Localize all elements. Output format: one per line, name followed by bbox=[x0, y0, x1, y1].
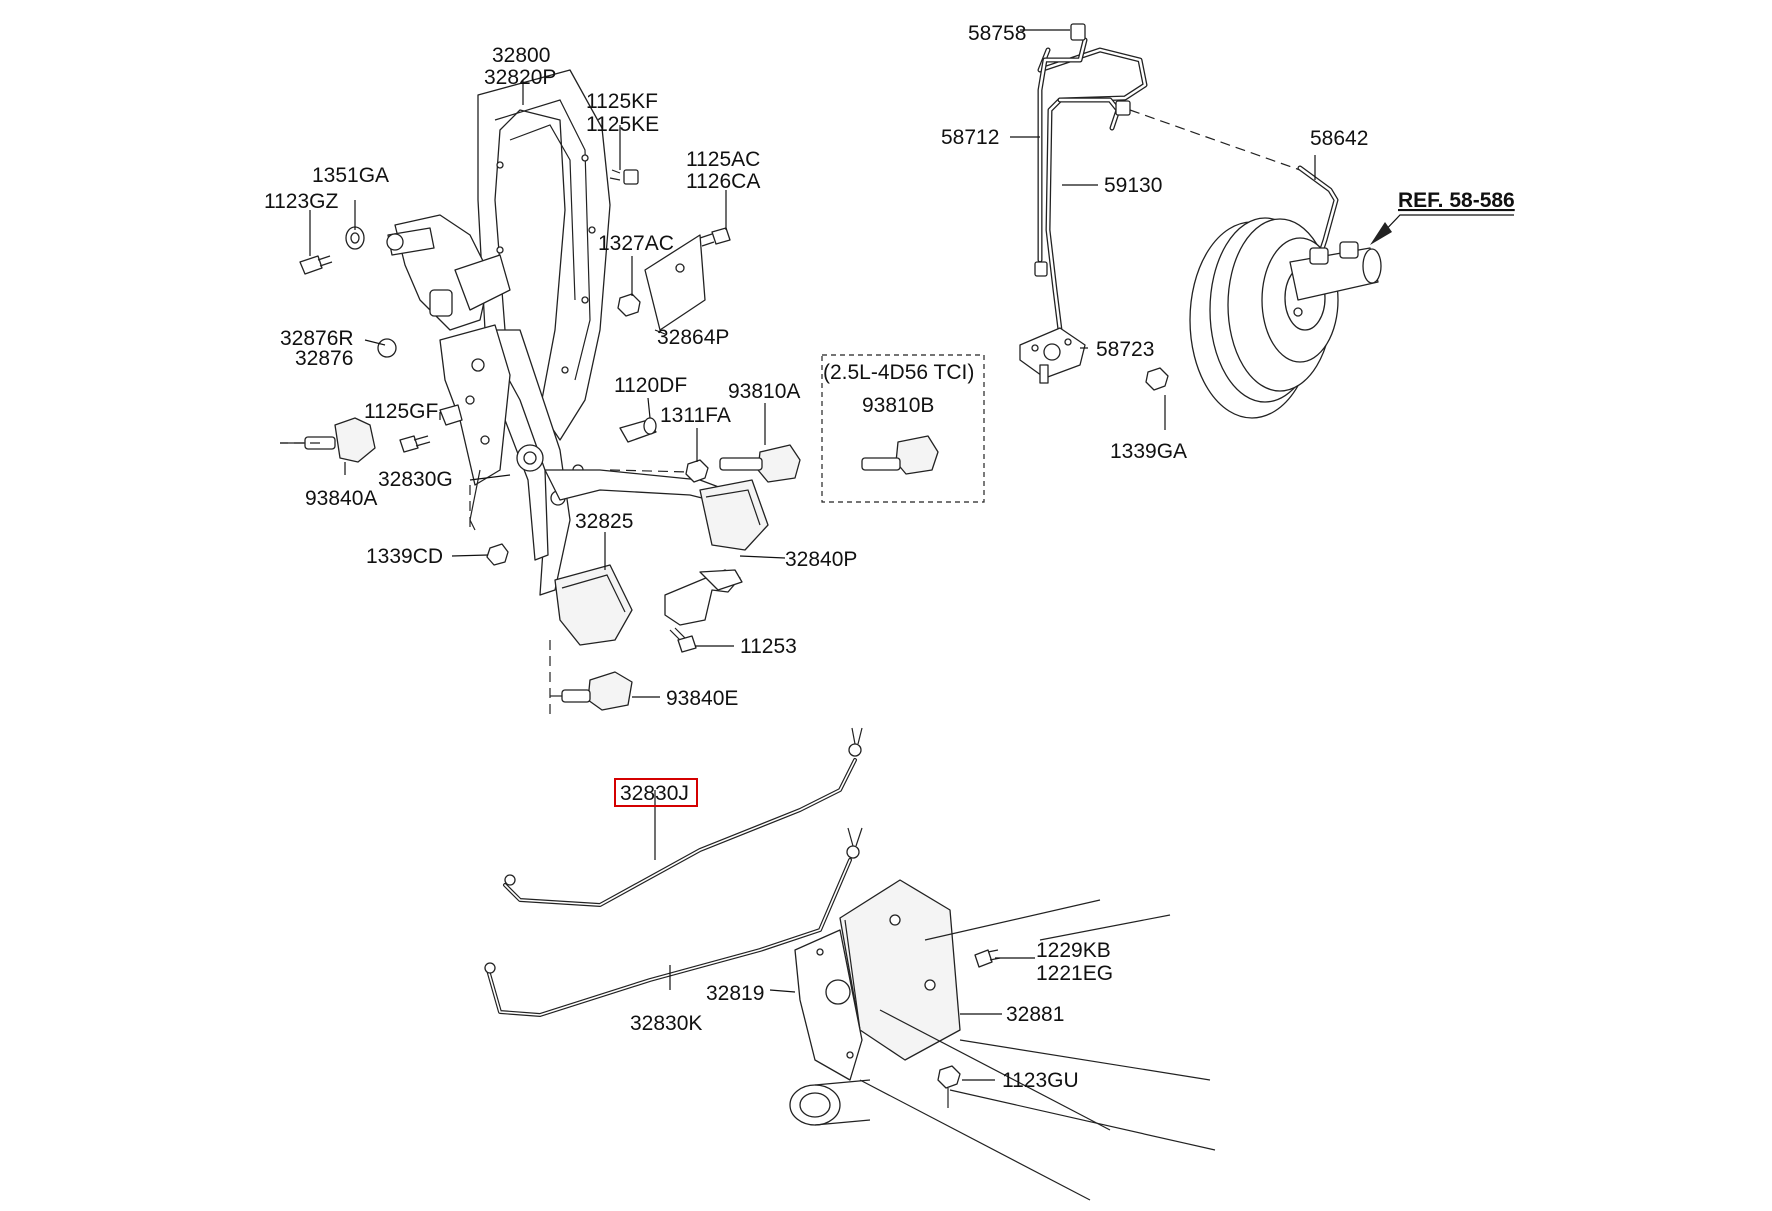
brake-pipes bbox=[1034, 23, 1301, 333]
reference-arrow bbox=[1370, 214, 1514, 245]
variant-box bbox=[821, 354, 985, 503]
labels: 32800 32820P 1125KF 1125KE 1351GA 1123GZ… bbox=[264, 22, 1515, 1092]
label-32864p[interactable]: 32864P bbox=[657, 326, 729, 349]
label-1123gz[interactable]: 1123GZ bbox=[264, 190, 338, 213]
switch-93810a bbox=[719, 444, 801, 483]
label-32840p[interactable]: 32840P bbox=[785, 548, 857, 571]
label-1339ga[interactable]: 1339GA bbox=[1110, 440, 1187, 463]
switch-93840e bbox=[550, 671, 633, 711]
label-1125gf[interactable]: 1125GF bbox=[364, 400, 438, 423]
label-93810a[interactable]: 93810A bbox=[728, 380, 800, 403]
label-32876[interactable]: 32876 bbox=[295, 347, 353, 370]
label-1339cd[interactable]: 1339CD bbox=[366, 545, 443, 568]
label-1311fa[interactable]: 1311FA bbox=[660, 404, 731, 427]
switch-93840a bbox=[280, 417, 376, 463]
label-11253[interactable]: 11253 bbox=[740, 635, 797, 658]
label-58712[interactable]: 58712 bbox=[941, 126, 999, 149]
highlight-box bbox=[614, 778, 698, 807]
bracket-32819 bbox=[789, 929, 871, 1126]
label-1120df[interactable]: 1120DF bbox=[614, 374, 687, 397]
label-1229kb[interactable]: 1229KB bbox=[1036, 939, 1111, 962]
pedal-fasteners bbox=[299, 169, 731, 653]
label-93810b[interactable]: 93810B bbox=[862, 394, 934, 417]
label-32830j[interactable]: 32830J bbox=[620, 782, 689, 805]
label-1351ga[interactable]: 1351GA bbox=[312, 164, 389, 187]
proportioning-valve-58723 bbox=[1019, 327, 1086, 384]
label-1327ac[interactable]: 1327AC bbox=[598, 232, 674, 255]
pedal-bracket-assembly bbox=[386, 69, 769, 646]
variant-label: (2.5L-4D56 TCI) bbox=[823, 361, 974, 384]
brake-booster bbox=[1145, 217, 1382, 419]
label-32825[interactable]: 32825 bbox=[575, 510, 633, 533]
label-59130[interactable]: 59130 bbox=[1104, 174, 1162, 197]
bracket-fasteners bbox=[937, 949, 1001, 1108]
label-32800[interactable]: 32800 bbox=[492, 44, 550, 67]
label-1125ac[interactable]: 1125AC bbox=[686, 148, 760, 171]
reference-label[interactable]: REF. 58-586 bbox=[1398, 189, 1515, 212]
leader-lines bbox=[309, 29, 1316, 1081]
label-1221eg[interactable]: 1221EG bbox=[1036, 962, 1113, 985]
label-32820p[interactable]: 32820P bbox=[484, 66, 556, 89]
label-93840e[interactable]: 93840E bbox=[666, 687, 738, 710]
label-32876r[interactable]: 32876R bbox=[280, 327, 354, 350]
switch-93810b bbox=[861, 435, 939, 475]
label-58723[interactable]: 58723 bbox=[1096, 338, 1154, 361]
label-1123gu[interactable]: 1123GU bbox=[1002, 1069, 1079, 1092]
cable-32830j bbox=[503, 727, 863, 907]
label-93840a[interactable]: 93840A bbox=[305, 487, 377, 510]
vacuum-hose-58642 bbox=[1297, 165, 1339, 258]
label-32830k[interactable]: 32830K bbox=[630, 1012, 702, 1035]
label-32881[interactable]: 32881 bbox=[1006, 1003, 1064, 1026]
label-1125kf[interactable]: 1125KF bbox=[586, 90, 658, 113]
body-lines bbox=[859, 899, 1216, 1201]
cable-32830k bbox=[484, 827, 863, 1017]
label-1125ke[interactable]: 1125KE bbox=[586, 113, 659, 136]
label-58642[interactable]: 58642 bbox=[1310, 127, 1368, 150]
label-32830g[interactable]: 32830G bbox=[378, 468, 453, 491]
pedal-dashed-lines bbox=[280, 442, 691, 720]
label-58758[interactable]: 58758 bbox=[968, 22, 1026, 45]
label-32819[interactable]: 32819 bbox=[706, 982, 764, 1005]
label-1126ca[interactable]: 1126CA bbox=[686, 170, 760, 193]
